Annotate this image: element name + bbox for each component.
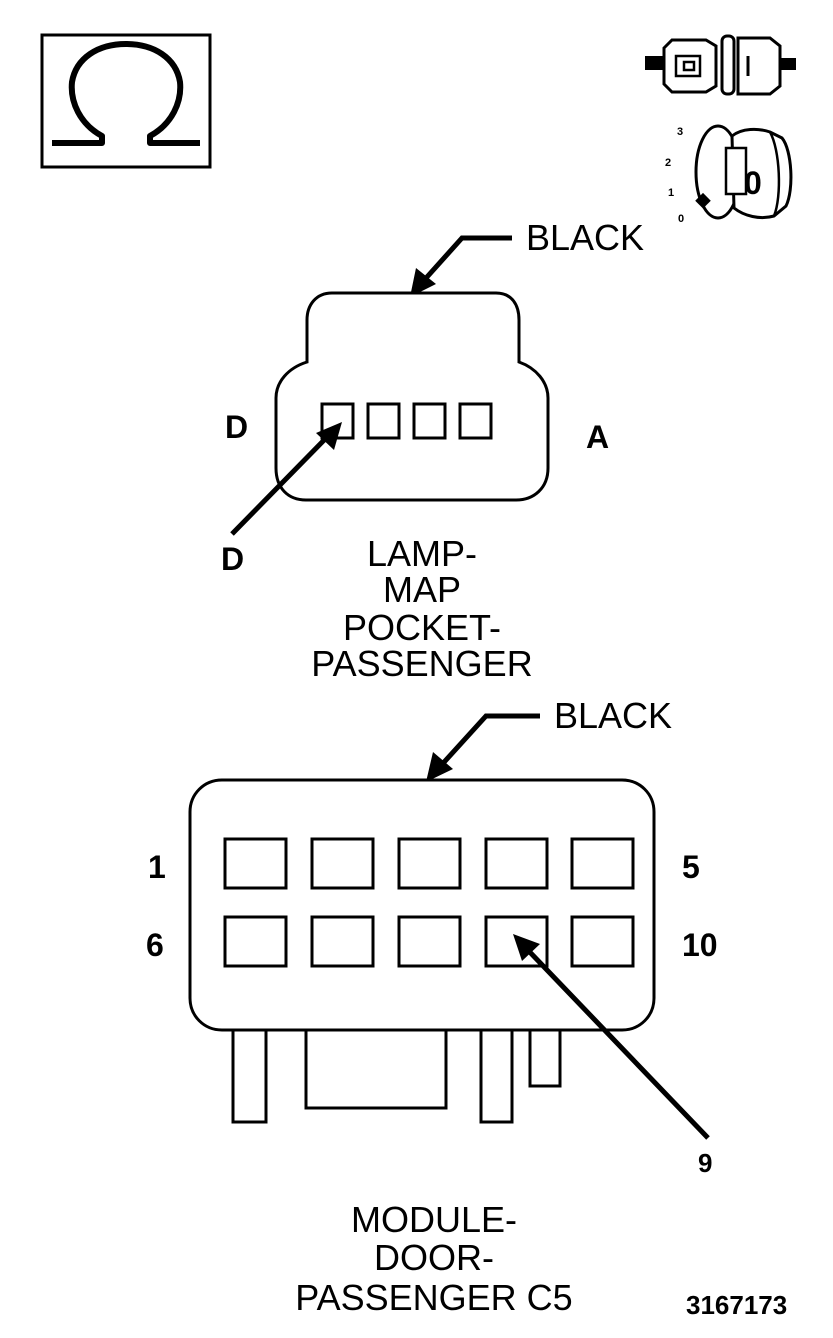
pin-cavity bbox=[397, 837, 462, 890]
bottom-connector-housing bbox=[188, 778, 656, 1032]
pin-cavity bbox=[570, 837, 635, 890]
row2-right-label: 10 bbox=[682, 927, 718, 963]
bottom-name-line-2: DOOR- bbox=[374, 1237, 494, 1278]
bottom-connector-legs bbox=[231, 1030, 562, 1124]
ignition-pos-0: 0 bbox=[678, 213, 684, 225]
top-connector-color-label: BLACK bbox=[526, 217, 644, 258]
top-name-line-1: LAMP- bbox=[367, 533, 477, 574]
ohm-symbol-icon bbox=[40, 33, 212, 169]
bottom-color-arrow bbox=[426, 713, 540, 782]
row1-right-label: 5 bbox=[682, 849, 700, 885]
pin-cavity bbox=[366, 402, 401, 440]
top-pointer-label: D bbox=[221, 541, 244, 577]
ignition-key-label: 0 bbox=[744, 165, 762, 201]
pin-cavity bbox=[223, 837, 288, 890]
top-pin-pointer-arrow bbox=[230, 422, 342, 536]
top-connector-housing bbox=[274, 291, 550, 502]
pin-cavity bbox=[412, 402, 447, 440]
top-name-line-4: PASSENGER bbox=[311, 643, 532, 684]
ignition-pos-3: 3 bbox=[677, 126, 683, 138]
bottom-name-line-1: MODULE- bbox=[351, 1199, 517, 1240]
figure-number: 3167173 bbox=[686, 1290, 787, 1320]
top-name-line-2: MAP bbox=[383, 569, 461, 610]
top-name-line-3: POCKET- bbox=[343, 607, 501, 648]
bottom-pin-cavities bbox=[223, 837, 635, 968]
top-right-end-label: A bbox=[586, 419, 609, 455]
connector-disconnected-icon bbox=[645, 34, 796, 96]
connector-module-door-passenger: BLACK 1 5 6 10 bbox=[146, 695, 718, 1318]
row2-left-label: 6 bbox=[146, 927, 164, 963]
pin-cavity bbox=[458, 402, 493, 440]
pin-cavity bbox=[223, 915, 288, 968]
top-left-end-label: D bbox=[225, 409, 248, 445]
ignition-pos-1: 1 bbox=[668, 187, 674, 199]
ignition-pos-2: 2 bbox=[665, 157, 671, 169]
pin-cavity bbox=[570, 915, 635, 968]
bottom-pin-pointer-arrow bbox=[513, 934, 710, 1140]
top-pin-cavities bbox=[320, 402, 493, 440]
pin-cavity bbox=[397, 915, 462, 968]
bottom-name-line-3: PASSENGER C5 bbox=[295, 1277, 572, 1318]
pin-cavity bbox=[484, 837, 549, 890]
top-color-arrow bbox=[410, 235, 512, 297]
connector-lamp-map-pocket: BLACK D A D LAMP- MAP POCKET- PASSENGER bbox=[221, 217, 644, 684]
pin-cavity bbox=[310, 837, 375, 890]
bottom-pointer-label: 9 bbox=[698, 1148, 712, 1178]
row1-left-label: 1 bbox=[148, 849, 166, 885]
ignition-key-off-icon: 3 2 1 0 0 bbox=[665, 124, 793, 225]
bottom-connector-color-label: BLACK bbox=[554, 695, 672, 736]
pin-cavity bbox=[310, 915, 375, 968]
